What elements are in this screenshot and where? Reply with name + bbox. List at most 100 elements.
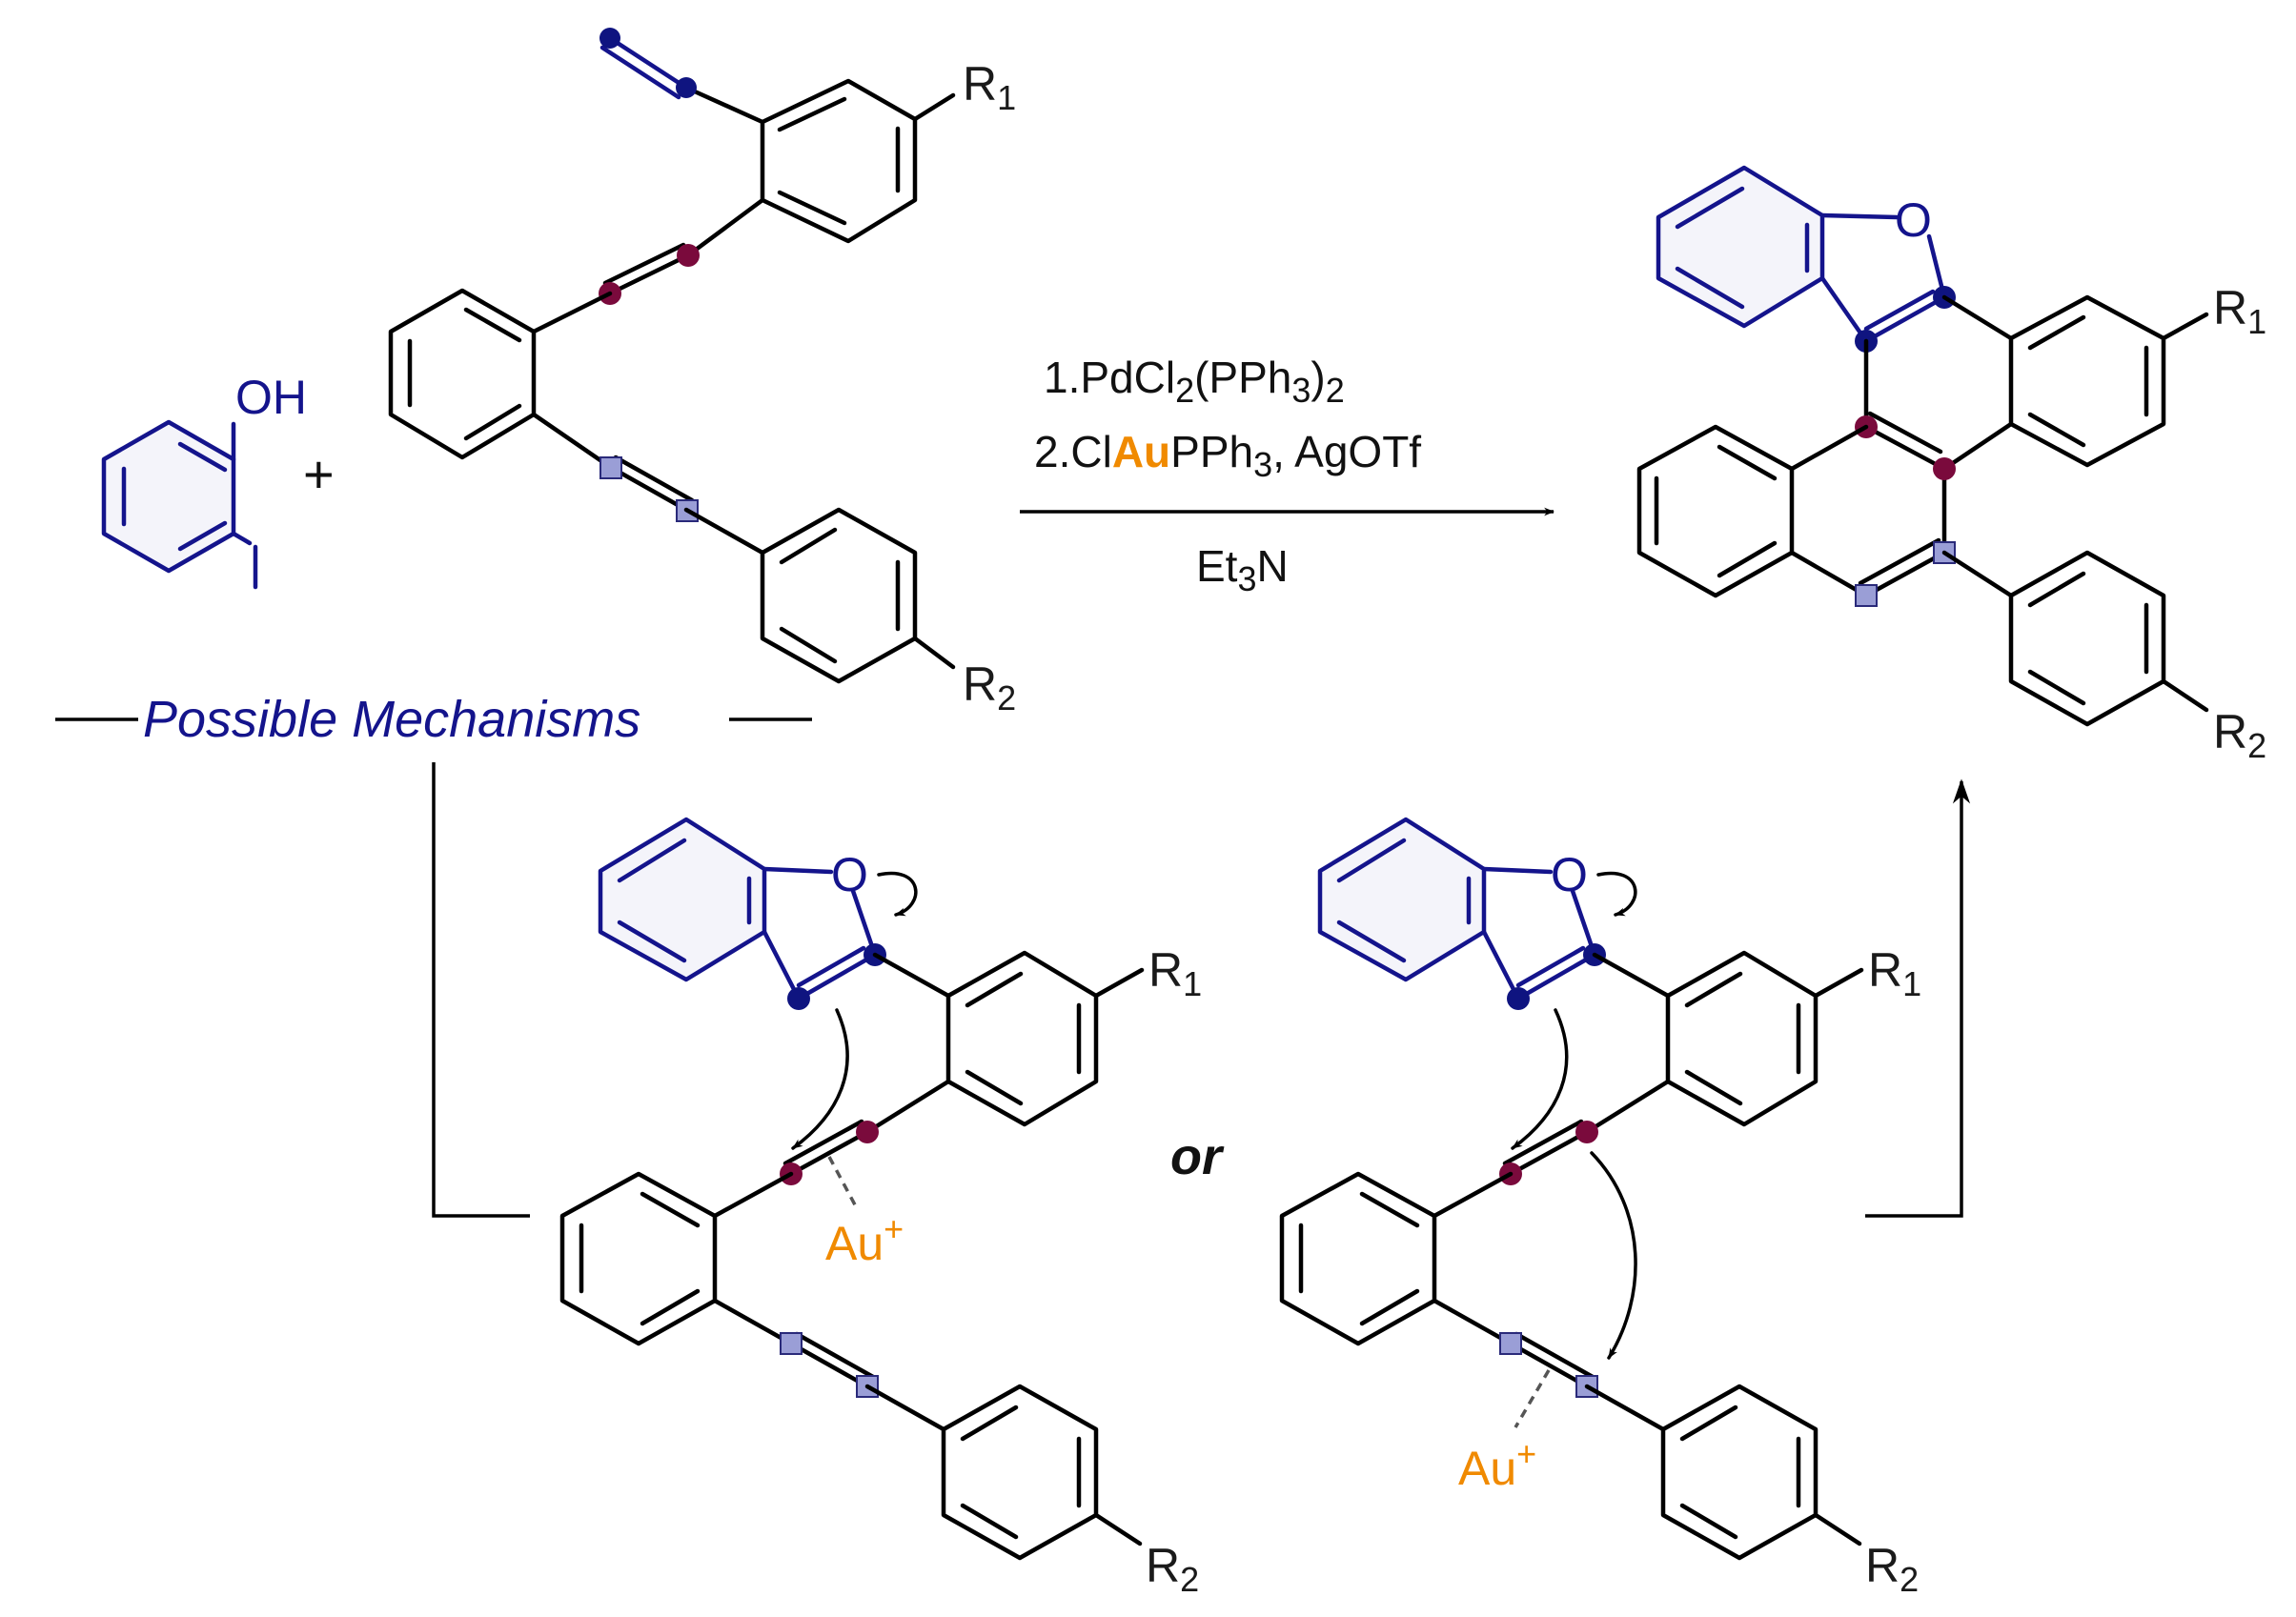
- ring-inner-bond: [2027, 314, 2086, 351]
- ci-bond: [231, 531, 253, 546]
- ring-alkyne-bond: [1432, 1298, 1514, 1346]
- ring-inner-bond: [1336, 838, 1407, 883]
- aryl-bond: [1592, 952, 1671, 999]
- intermediate-a-aryl-r2: [941, 1384, 1099, 1561]
- ring-inner-bond: [2027, 669, 2086, 706]
- gold-pi-coordination: [1514, 1369, 1551, 1428]
- ring-inner-bond: [1359, 1288, 1420, 1326]
- gold-cation-a: Au+: [825, 1209, 904, 1270]
- ring-inner-bond: [2027, 571, 2086, 608]
- gold-highlight: Au: [1112, 427, 1170, 476]
- aryl-bond: [1941, 294, 2014, 341]
- aryl-bond: [683, 507, 765, 556]
- ring-inner-bond: [640, 1288, 701, 1326]
- ring-alkyne-bond: [712, 1171, 794, 1219]
- ring-alkyne-bond: [712, 1298, 794, 1346]
- alkyne-dot: [856, 1121, 879, 1143]
- reactant-diyne-nitrile: [388, 28, 956, 684]
- ring-alkyne-bond: [1432, 1171, 1514, 1219]
- intermediate-a-aryl-r1: [945, 950, 1099, 1127]
- gold-cation-b: Au+: [1458, 1434, 1536, 1495]
- ring-inner-bond: [1675, 186, 1745, 230]
- ring-inner-bond: [960, 1503, 1019, 1540]
- connector-right-arrow: [1865, 778, 1971, 1218]
- alkyne-square-marker: [780, 1332, 803, 1355]
- ring-inner-bond: [463, 307, 522, 343]
- alkyne-triple-bond: [607, 464, 689, 513]
- aryl-ring-r2: [760, 507, 918, 684]
- alkyne-triple-bond: [1508, 1129, 1590, 1177]
- ring-inner-bond: [1684, 1069, 1743, 1106]
- hydroxyl-label: OH: [235, 371, 307, 424]
- r1-label: R1: [963, 57, 1016, 117]
- nitrile-n-dot: [599, 28, 620, 49]
- c-o-bond: [1481, 866, 1554, 875]
- electron-arrow: [877, 871, 918, 917]
- ring-inner-bond: [960, 1405, 1019, 1442]
- alkyne-triple-bond: [602, 242, 686, 286]
- alkyne-triple-bond: [1508, 1341, 1590, 1389]
- connector-left: [432, 762, 530, 1218]
- intermediate-b-aryl-r2: [1660, 1384, 1819, 1561]
- product-benzo-ring: [1636, 424, 1795, 598]
- r2-bond: [2161, 678, 2209, 713]
- product-square-marker: [1855, 584, 1878, 607]
- furan-double-bond: [1863, 289, 1936, 332]
- ring-inner-bond: [1717, 444, 1778, 481]
- alkyne-triple-bond: [794, 1331, 876, 1380]
- phenol-inner-bond: [177, 520, 228, 552]
- benzofuran-oxygen: O: [1895, 193, 1932, 247]
- aryl-bond: [864, 1384, 946, 1432]
- benzofuran-c3-dot: [1507, 987, 1530, 1010]
- product-r1-label: R1: [2213, 281, 2266, 341]
- r2-label: R2: [963, 657, 1016, 718]
- aryl-bond: [1584, 1384, 1666, 1432]
- alkyne-dot: [1575, 1121, 1598, 1143]
- ring-inner-bond: [463, 403, 522, 441]
- aryl-bond: [872, 952, 951, 999]
- c-o-bond: [1819, 212, 1900, 220]
- nitrile-triple-bond: [599, 45, 681, 100]
- or-label: or: [1170, 1128, 1225, 1185]
- furan-double-bond: [1515, 945, 1586, 988]
- ring-inner-bond: [1359, 1191, 1420, 1228]
- r2-bond: [1093, 1512, 1143, 1546]
- furan-bond: [1481, 929, 1521, 1001]
- product-double-bond: [1863, 424, 1947, 472]
- furan-bond: [762, 929, 802, 1001]
- alkyne-triple-bond: [788, 1129, 870, 1177]
- alkyne-dot: [677, 244, 700, 267]
- product-molecule: O: [1636, 165, 2209, 727]
- ring-alkyne-bond: [531, 291, 613, 334]
- ring-inner-bond: [965, 971, 1024, 1008]
- alkyne-square-marker: [1499, 1332, 1522, 1355]
- ring-inner-bond: [1336, 920, 1407, 963]
- mechanism-label: Possible Mechanisms: [143, 691, 640, 748]
- ring-inner-bond: [2027, 412, 2086, 448]
- nitrile-bond: [683, 85, 765, 125]
- alkyne-triple-bond: [782, 1119, 864, 1166]
- alkyne-triple-bond: [1514, 1331, 1595, 1380]
- mechanism-intermediate-b: O: [1279, 817, 1864, 1561]
- product-double-bond: [1863, 550, 1947, 598]
- ring-inner-bond: [779, 527, 838, 565]
- intermediate-b-r1-label: R1: [1868, 943, 1921, 1003]
- furan-double-bond: [1863, 294, 1947, 344]
- intermediate-a-r2-label: R2: [1146, 1539, 1199, 1599]
- furan-bond: [1819, 275, 1869, 344]
- intermediate-a-central-ring: [559, 1171, 718, 1346]
- product-alkyne-dot: [1933, 457, 1956, 480]
- intermediate-a-r1-label: R1: [1148, 943, 1202, 1003]
- product-bond: [1789, 424, 1869, 472]
- product-bond: [1941, 421, 2014, 472]
- condition-step-2: 2.ClAuPPh3, AgOTf: [1034, 427, 1421, 484]
- r1-bond: [2161, 312, 2209, 341]
- aryl-ring-r1: [760, 78, 918, 244]
- c-o-bond: [762, 866, 834, 875]
- r1-bond: [1813, 967, 1864, 999]
- gold-pi-coordination: [827, 1156, 860, 1211]
- intermediate-b-aryl-r1: [1665, 950, 1819, 1127]
- electron-arrow: [791, 1008, 849, 1150]
- product-r2-label: R2: [2213, 705, 2266, 765]
